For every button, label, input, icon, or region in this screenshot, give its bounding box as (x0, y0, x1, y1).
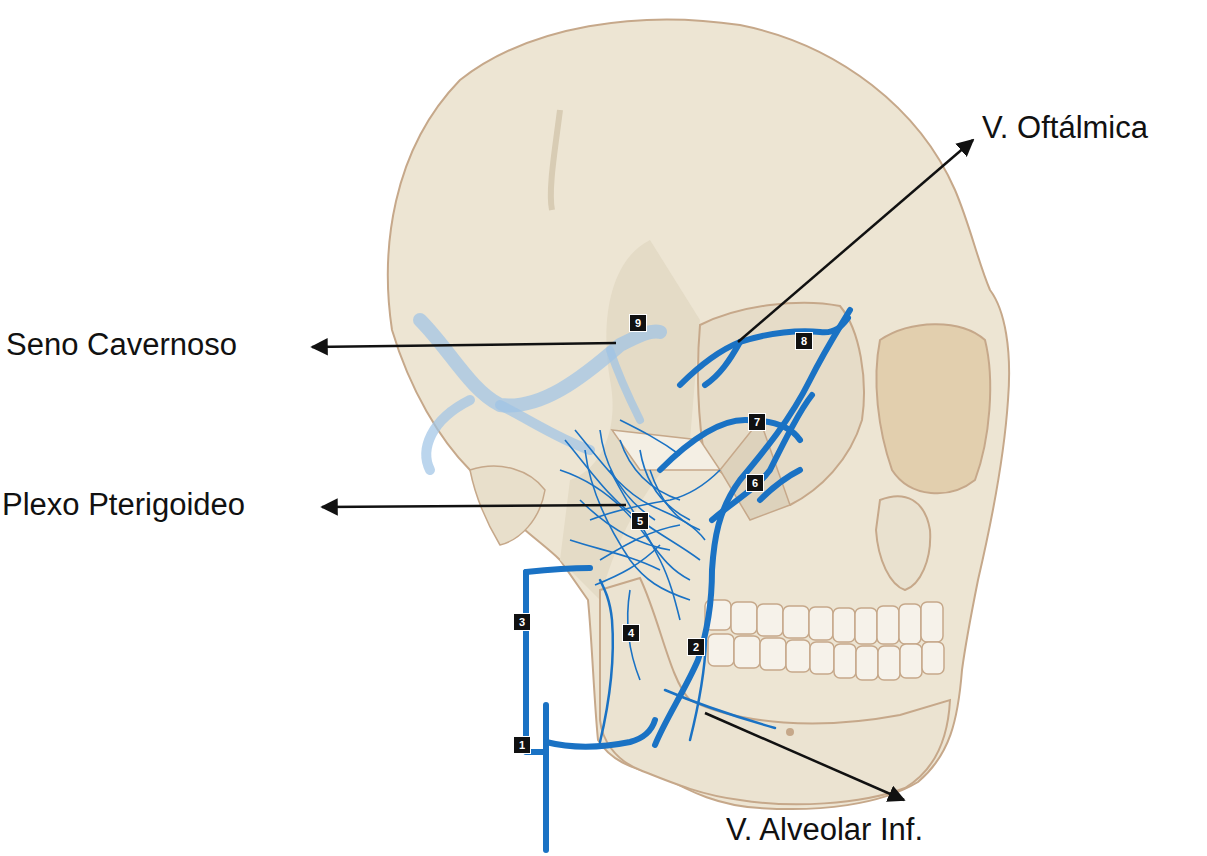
skull-outline (388, 20, 1009, 810)
mandible (600, 578, 950, 804)
callout-number: 6 (746, 474, 764, 492)
veins-thin (600, 580, 775, 742)
part-label: V. Oftálmica (982, 110, 1148, 146)
callout-number: 4 (622, 624, 640, 642)
callout-number: 7 (748, 413, 766, 431)
leader-arrows (312, 140, 973, 800)
callout-number: 3 (513, 613, 531, 631)
temporal-fossa (560, 240, 700, 600)
callout-number: 2 (687, 638, 705, 656)
callout-number: 1 (513, 736, 531, 754)
part-label: V. Alveolar Inf. (726, 812, 923, 848)
callout-number: 9 (629, 314, 647, 332)
mental-foramen (786, 728, 794, 736)
nasal-opening (876, 496, 930, 590)
pterygoid-plexus (560, 420, 720, 680)
far-orbit (876, 324, 990, 493)
callout-number: 5 (631, 512, 649, 530)
facial-veins (526, 310, 850, 850)
cavernous-sinus (420, 320, 660, 470)
part-label: Plexo Pterigoideo (2, 487, 245, 523)
lower-teeth (708, 634, 944, 680)
part-label: Seno Cavernoso (6, 327, 237, 363)
temporal-line (551, 110, 560, 210)
callout-number: 8 (795, 332, 813, 350)
